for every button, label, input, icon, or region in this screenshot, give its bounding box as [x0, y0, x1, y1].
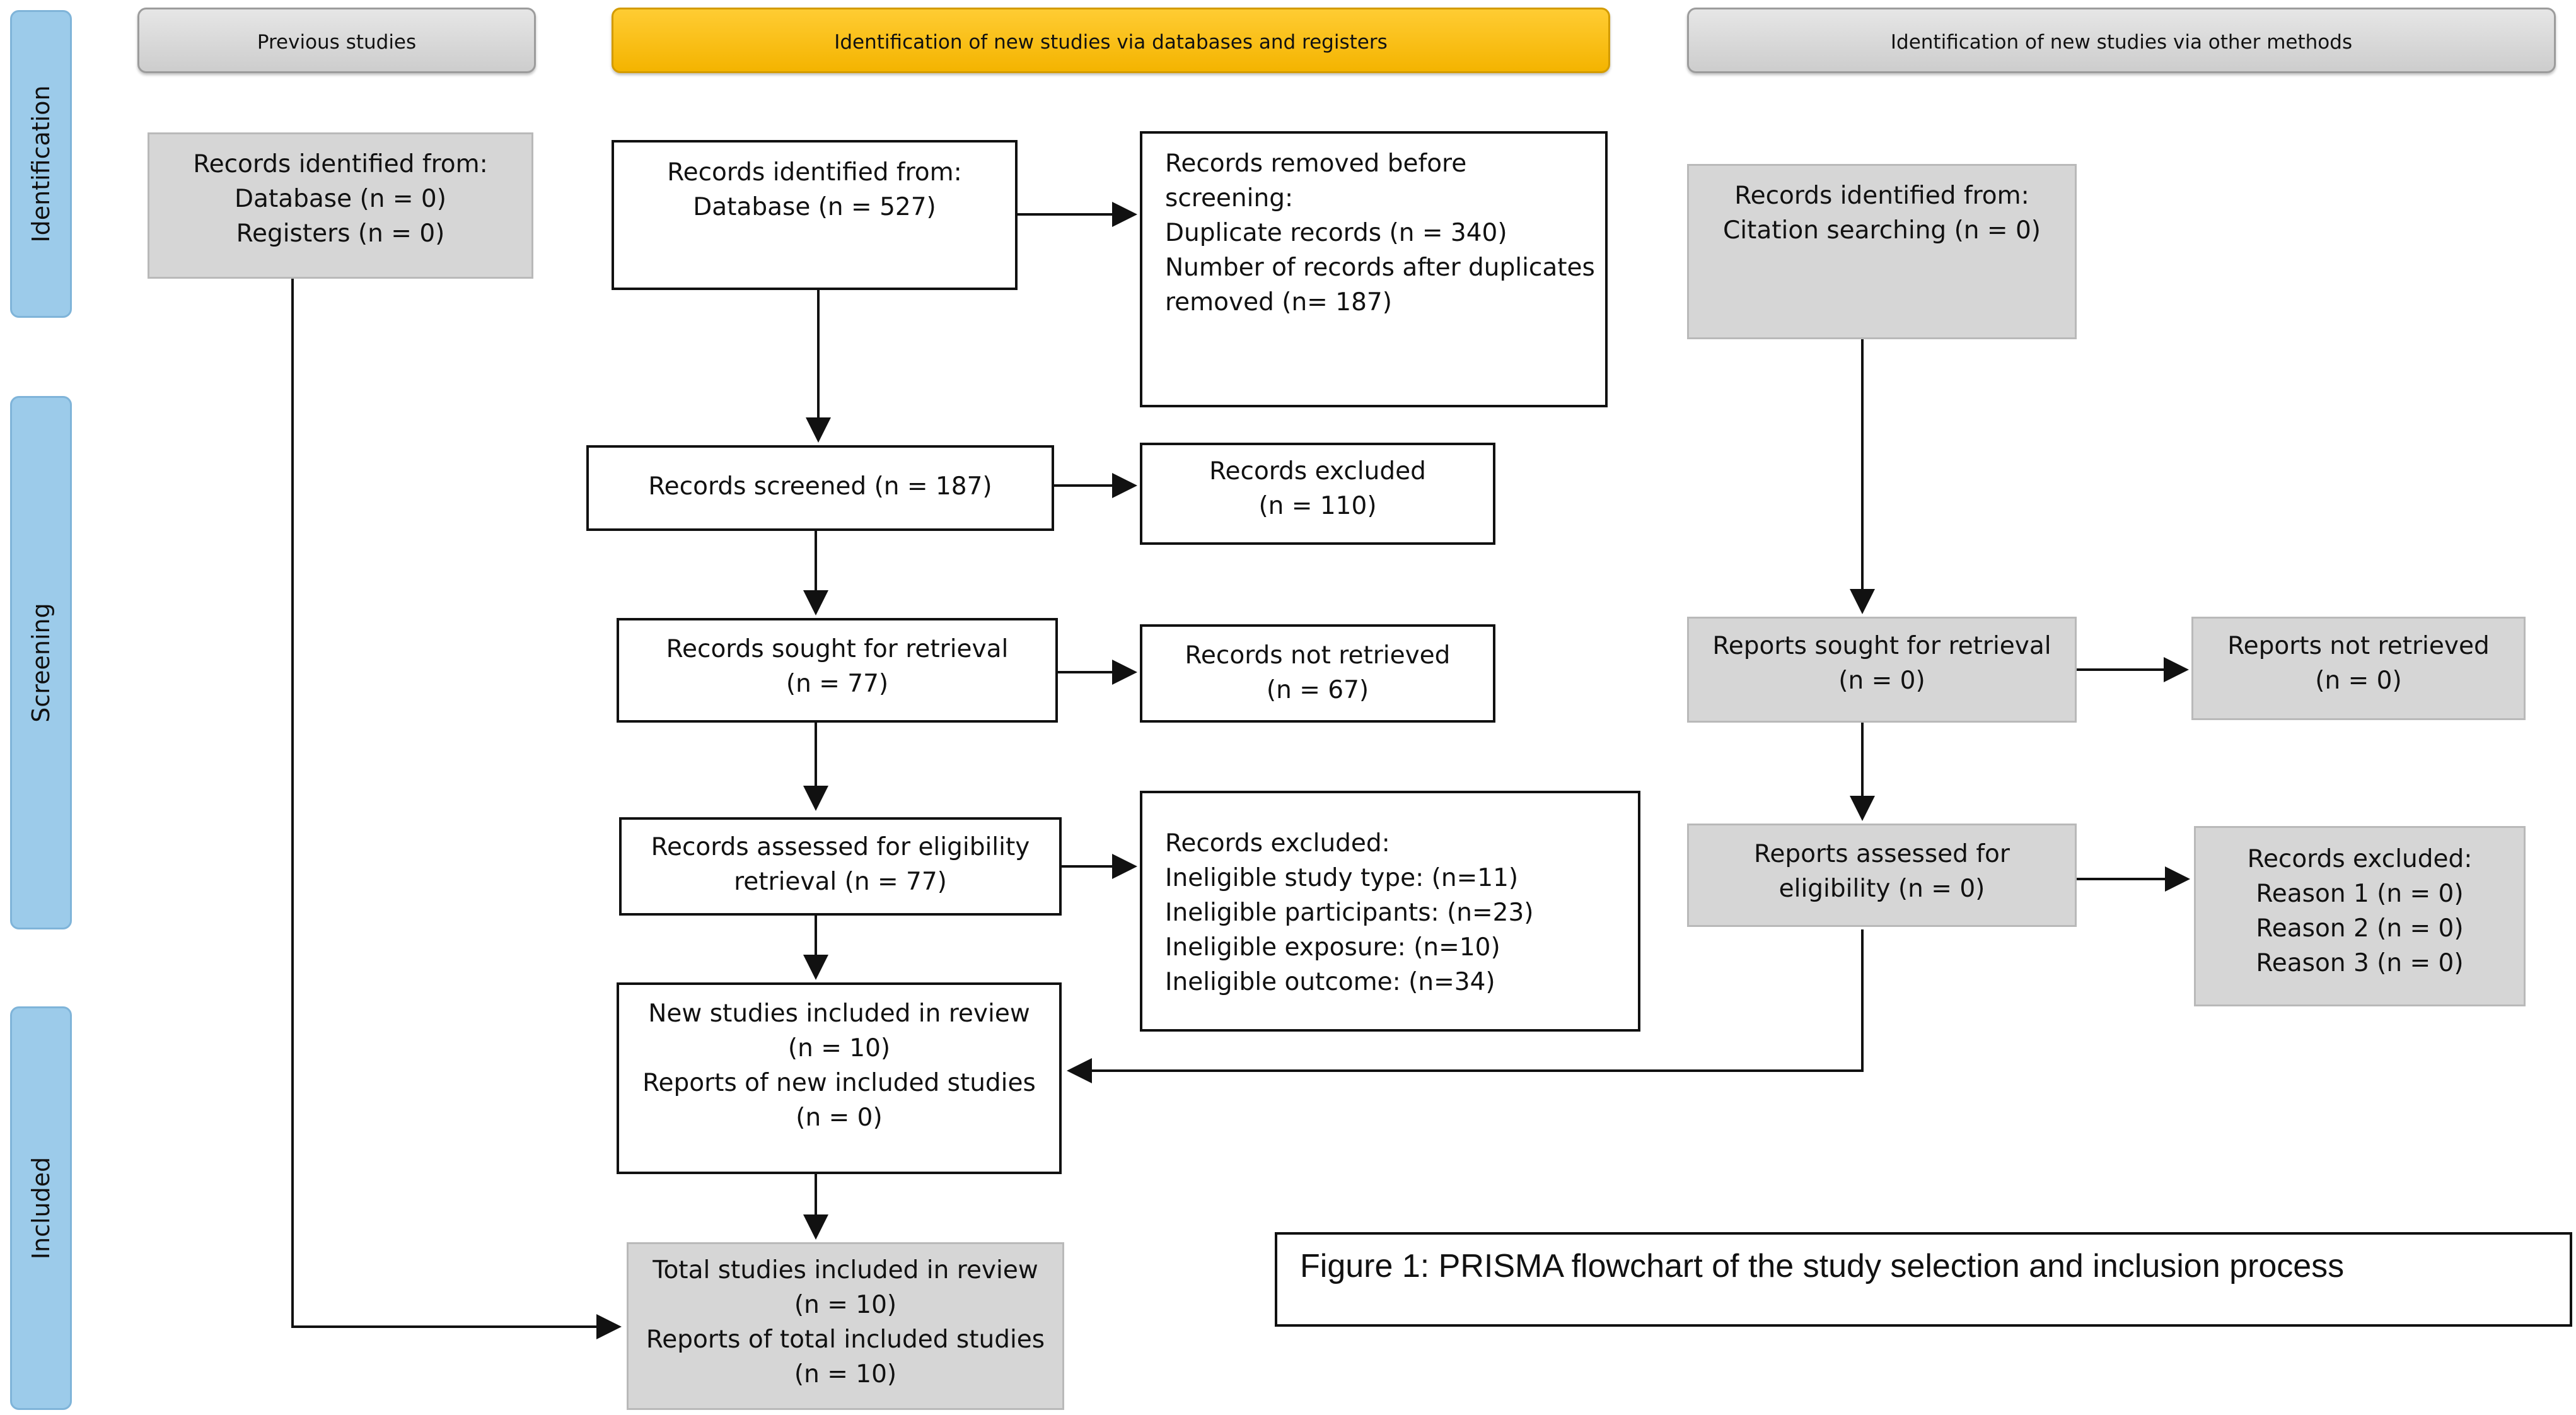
- box-text-line: Records identified from:: [193, 150, 488, 178]
- box-text-line: Ineligible participants: (n=23): [1165, 899, 1534, 927]
- box-text-line: (n = 10): [794, 1291, 897, 1319]
- new-studies-included-box: New studies included in review (n = 10) …: [617, 982, 1062, 1174]
- citation-records-identified-box: Records identified from: Citation search…: [1687, 164, 2077, 339]
- reports-sought-box: Reports sought for retrieval (n = 0): [1687, 617, 2077, 723]
- reports-assessed-box: Reports assessed for eligibility (n = 0): [1687, 824, 2077, 927]
- box-text-line: Reports not retrieved: [2227, 632, 2490, 660]
- box-text-line: eligibility (n = 0): [1778, 875, 1985, 903]
- box-text-line: Registers (n = 0): [236, 219, 445, 248]
- box-text-line: Records excluded: [1209, 457, 1426, 486]
- box-text-line: Ineligible outcome: (n=34): [1165, 968, 1495, 996]
- stage-screening: Screening: [10, 396, 72, 929]
- header-databases-registers: Identification of new studies via databa…: [612, 8, 1610, 73]
- box-text-line: Records excluded:: [1165, 829, 1390, 858]
- box-text-line: Reports of total included studies: [646, 1325, 1045, 1354]
- header-previous-studies: Previous studies: [137, 8, 536, 73]
- box-text-line: removed (n= 187): [1165, 288, 1392, 317]
- box-text-line: Total studies included in review: [653, 1256, 1038, 1284]
- box-text-line: Reason 1 (n = 0): [2256, 880, 2464, 908]
- records-screened-box: Records screened (n = 187): [586, 445, 1054, 531]
- box-text-line: Records sought for retrieval: [666, 635, 1009, 663]
- box-text-line: Records excluded:: [2247, 845, 2473, 873]
- box-text-line: New studies included in review: [648, 999, 1030, 1028]
- box-text-line: (n = 77): [786, 670, 889, 698]
- records-sought-box: Records sought for retrieval (n = 77): [617, 618, 1058, 723]
- records-removed-box: Records removed before screening: Duplic…: [1140, 131, 1608, 407]
- records-excluded-box: Records excluded (n = 110): [1140, 443, 1495, 545]
- box-text-line: Records removed before: [1165, 149, 1467, 178]
- records-identified-database-box: Records identified from: Database (n = 5…: [612, 140, 1018, 290]
- box-text-line: Database (n = 0): [235, 185, 446, 213]
- box-text-line: (n = 10): [787, 1034, 891, 1063]
- box-text-line: Records not retrieved: [1185, 641, 1451, 670]
- total-studies-included-box: Total studies included in review (n = 10…: [627, 1242, 1064, 1410]
- box-text-line: Reports of new included studies: [642, 1069, 1036, 1097]
- header-other-methods: Identification of new studies via other …: [1687, 8, 2556, 73]
- box-text-line: Duplicate records (n = 340): [1165, 219, 1507, 247]
- stage-identification: Identification: [10, 10, 72, 318]
- box-text-line: Ineligible study type: (n=11): [1165, 864, 1519, 892]
- box-text-line: Number of records after duplicates: [1165, 253, 1595, 282]
- box-text-line: Records assessed for eligibility: [651, 833, 1030, 861]
- box-text-line: (n = 0): [796, 1103, 883, 1132]
- box-text-line: (n = 10): [794, 1360, 897, 1389]
- box-text-line: Database (n = 527): [693, 193, 936, 221]
- reports-not-retrieved-box: Reports not retrieved (n = 0): [2191, 617, 2526, 720]
- records-excluded-reasons-box: Records excluded: Ineligible study type:…: [1140, 791, 1640, 1032]
- box-text-line: Records screened (n = 187): [648, 472, 992, 501]
- records-not-retrieved-box: Records not retrieved (n = 67): [1140, 624, 1495, 723]
- box-text-line: Citation searching (n = 0): [1722, 216, 2041, 245]
- box-text-line: Records identified from:: [1734, 182, 2029, 210]
- previous-records-identified-box: Records identified from: Database (n = 0…: [148, 132, 533, 279]
- stage-included: Included: [10, 1006, 72, 1410]
- box-text-line: screening:: [1165, 184, 1294, 213]
- box-text-line: (n = 110): [1258, 492, 1377, 520]
- reports-excluded-box: Records excluded: Reason 1 (n = 0) Reaso…: [2194, 826, 2526, 1006]
- box-text-line: (n = 67): [1266, 676, 1369, 704]
- box-text-line: Reports assessed for: [1754, 840, 2010, 868]
- figure-caption: Figure 1: PRISMA flowchart of the study …: [1275, 1232, 2572, 1327]
- box-text-line: (n = 0): [2315, 667, 2402, 695]
- box-text-line: Records identified from:: [667, 158, 962, 187]
- records-assessed-box: Records assessed for eligibility retriev…: [619, 817, 1062, 916]
- box-text-line: Ineligible exposure: (n=10): [1165, 933, 1500, 962]
- box-text-line: Reason 2 (n = 0): [2256, 914, 2464, 943]
- box-text-line: Reports sought for retrieval: [1712, 632, 2051, 660]
- box-text-line: (n = 0): [1838, 667, 1925, 695]
- box-text-line: retrieval (n = 77): [734, 868, 947, 896]
- box-text-line: Reason 3 (n = 0): [2256, 949, 2464, 977]
